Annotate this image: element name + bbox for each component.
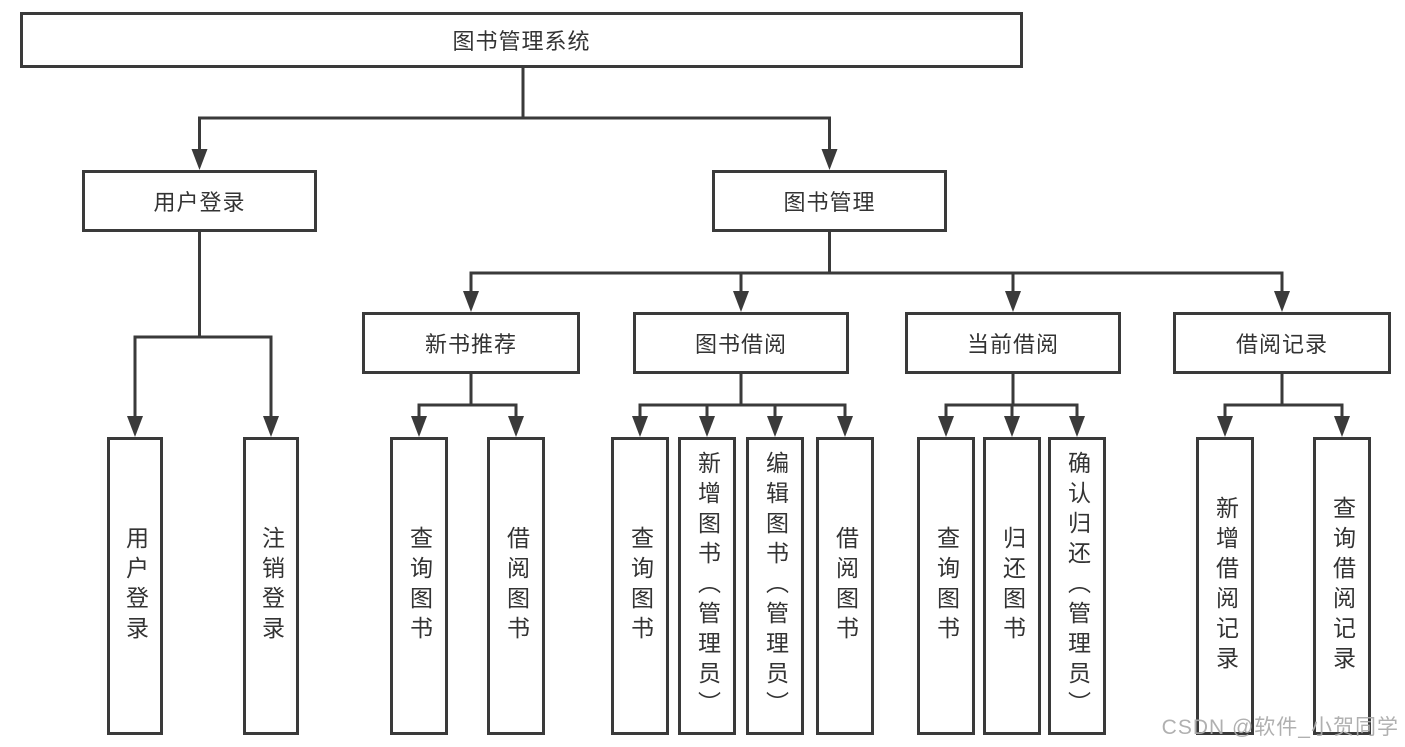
leaf-confirm-return-admin: 确认归还（管理员） — [1048, 437, 1106, 735]
arrowheads — [127, 149, 1350, 437]
leaf-return-books: 归还图书 — [983, 437, 1041, 735]
leaf-query-books-3: 查询图书 — [917, 437, 975, 735]
leaf-query-borrow-record: 查询借阅记录 — [1313, 437, 1371, 735]
node-new-book-recommendation: 新书推荐 — [362, 312, 580, 374]
leaf-edit-books-admin: 编辑图书（管理员） — [746, 437, 804, 735]
leaf-logout: 注销登录 — [243, 437, 299, 735]
leaf-add-borrow-record: 新增借阅记录 — [1196, 437, 1254, 735]
node-user-login: 用户登录 — [82, 170, 317, 232]
node-borrowing-records: 借阅记录 — [1173, 312, 1391, 374]
node-book-management: 图书管理 — [712, 170, 947, 232]
leaf-query-books-1: 查询图书 — [390, 437, 448, 735]
csdn-watermark: CSDN @软件_小贺同学 — [1161, 716, 1399, 739]
leaf-add-books-admin: 新增图书（管理员） — [678, 437, 736, 735]
leaf-borrow-books-2: 借阅图书 — [816, 437, 874, 735]
leaf-borrow-books-1: 借阅图书 — [487, 437, 545, 735]
leaf-user-login: 用户登录 — [107, 437, 163, 735]
node-book-borrowing: 图书借阅 — [633, 312, 849, 374]
node-current-borrowing: 当前借阅 — [905, 312, 1121, 374]
leaf-query-books-2: 查询图书 — [611, 437, 669, 735]
node-library-management-system: 图书管理系统 — [20, 12, 1023, 68]
